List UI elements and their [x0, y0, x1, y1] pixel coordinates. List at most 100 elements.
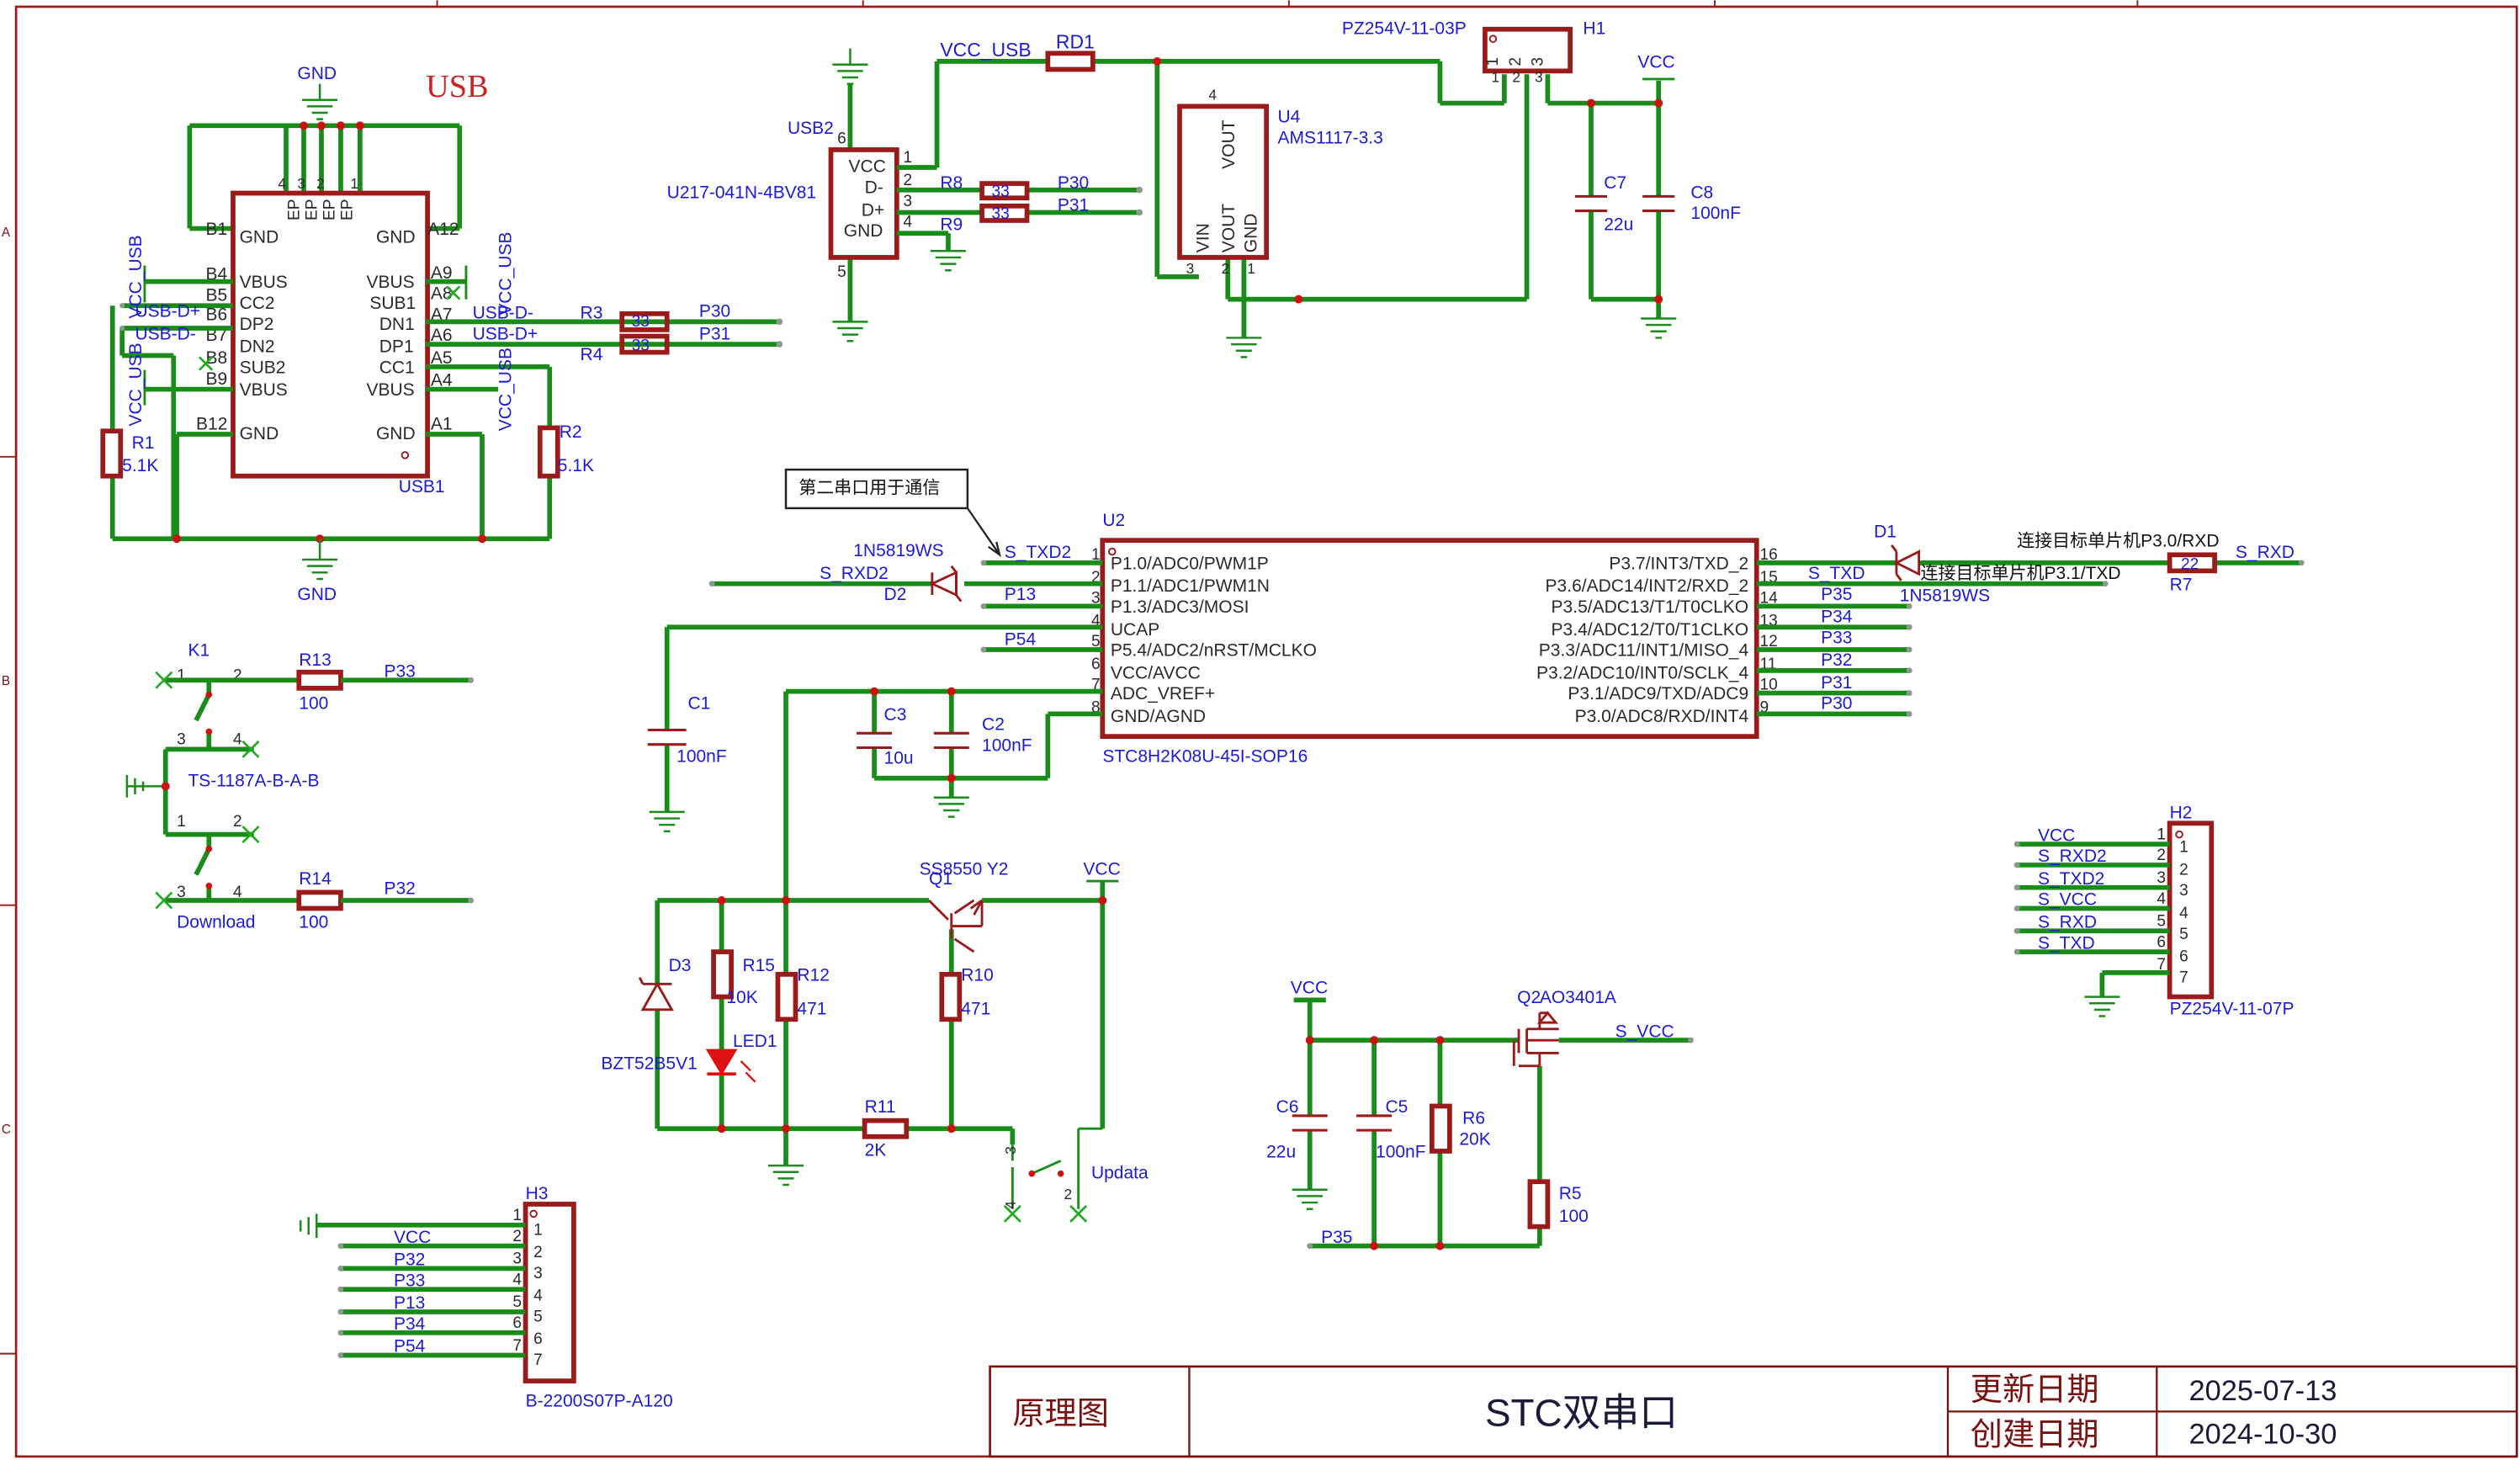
c3-ref: C3	[884, 705, 907, 725]
r2-value: 5.1K	[558, 456, 594, 475]
ep-pin-2: EP	[303, 199, 321, 220]
h2-in-1: 1	[2179, 839, 2188, 857]
k1-num-1: 1	[177, 666, 186, 684]
net-vcc-usb-l2: VCC_USB	[126, 342, 146, 426]
u2-num-9: 9	[1760, 698, 1769, 716]
pinname-gnd-bl: GND	[240, 424, 279, 443]
usb2-num-3: 3	[903, 193, 912, 210]
r5-ref: R5	[1559, 1184, 1582, 1203]
pin-a9: A9	[431, 263, 453, 283]
c8-ref: C8	[1690, 183, 1713, 202]
h3-in-7: 7	[533, 1351, 543, 1369]
h2-num-3: 3	[2157, 869, 2166, 887]
h1-num-1: 1	[1484, 57, 1502, 66]
r1-value: 5.1K	[122, 456, 158, 475]
h3-net-p13: P13	[394, 1293, 425, 1313]
u4-pin-vin: VIN	[1193, 223, 1212, 252]
h2-in-6: 6	[2179, 948, 2188, 966]
pin-b8: B8	[205, 348, 227, 368]
h1-part: PZ254V-11-03P	[1342, 19, 1467, 38]
h3-part: B-2200S07P-A120	[526, 1392, 673, 1411]
r10-ref: R10	[961, 965, 994, 985]
h2-num-6: 6	[2157, 933, 2166, 951]
title-create-label: 创建日期	[1971, 1416, 2099, 1452]
h2-ref: H2	[2170, 804, 2193, 823]
usb1-ref: USB1	[399, 477, 445, 496]
usb2-pin-vcc: VCC	[849, 157, 886, 177]
usb2-num-6: 6	[837, 130, 846, 147]
u4-pin-gnd: GND	[1242, 214, 1261, 253]
u2-num-2: 2	[1091, 569, 1101, 587]
h3-net-p32: P32	[394, 1250, 425, 1270]
c5-ref: C5	[1385, 1097, 1408, 1117]
h3-net-p34: P34	[394, 1314, 426, 1334]
h2-net-s-rxd2: S_RXD2	[2038, 847, 2107, 866]
pin-b5: B5	[205, 286, 227, 305]
gnd-label-top: GND	[297, 64, 337, 83]
r6-value: 20K	[1459, 1129, 1490, 1149]
c6-value: 22u	[1266, 1143, 1296, 1162]
frame-letter-c: C	[2, 1123, 11, 1137]
u2-pinname-3: P1.3/ADC3/MOSI	[1111, 597, 1249, 617]
u2-pinname-4: UCAP	[1111, 620, 1159, 640]
h2-net-vcc: VCC	[2038, 826, 2075, 845]
r13-value: 100	[299, 694, 328, 714]
d3-ref: D3	[669, 956, 692, 975]
vcc-label-q1: VCC	[1083, 859, 1120, 879]
q2-ref: Q2	[1517, 988, 1541, 1007]
h1-ref: H1	[1583, 19, 1605, 38]
h3-in-3: 3	[533, 1265, 543, 1282]
u2-pinname-5: P5.4/ADC2/nRST/MCLKO	[1111, 641, 1317, 661]
pinname-cc2: CC2	[240, 294, 275, 313]
pin-b6: B6	[205, 305, 227, 324]
net-p30-usb: P30	[699, 302, 730, 321]
h2-in-7: 7	[2179, 969, 2188, 986]
u2-pinname-10: P3.1/ADC9/TXD/ADC9	[1568, 684, 1748, 703]
vcc-label-h1: VCC	[1637, 53, 1674, 72]
d2-part: 1N5819WS	[853, 541, 943, 560]
r11-ref: R11	[865, 1097, 896, 1117]
net-p31-usb: P31	[699, 324, 730, 343]
net-p33-k1: P33	[385, 661, 416, 681]
pin-a1: A1	[431, 414, 453, 433]
u2-pinname-14: P3.5/ADC13/T1/T0CLKO	[1552, 597, 1749, 617]
r7-value: 22	[2181, 555, 2199, 573]
power-regulator: U4 AMS1117-3.3 VOUT VIN VOUT GND 4 3 2 1…	[1153, 19, 1741, 358]
u2-pinname-8: GND/AGND	[1111, 707, 1206, 726]
note-second-uart: 第二串口用于通信	[798, 479, 940, 498]
c6-ref: C6	[1276, 1097, 1299, 1117]
pin-a12: A12	[427, 220, 459, 239]
usb2-pin-dm: D-	[865, 178, 883, 198]
q2-part: AO3401A	[1540, 988, 1616, 1007]
u2-pinname-11: P3.2/ADC10/INT0/SCLK_4	[1536, 663, 1748, 682]
pinname-dp1: DP1	[379, 337, 414, 357]
r15-ref: R15	[742, 956, 775, 975]
d2-ref: D2	[884, 585, 907, 604]
d1-part: 1N5819WS	[1900, 587, 1990, 606]
h3-ref: H3	[526, 1184, 549, 1203]
ep-num-2: 2	[316, 175, 325, 192]
ep-pin-3: EP	[321, 199, 338, 220]
u2-num-7: 7	[1091, 677, 1101, 694]
h2-net-s-txd: S_TXD	[2038, 933, 2095, 953]
u2-pinname-9: P3.0/ADC8/RXD/INT4	[1575, 707, 1749, 726]
u4-num-1: 1	[1247, 260, 1255, 277]
u2-pinname-13: P3.4/ADC12/T0/T1CLKO	[1552, 620, 1749, 640]
h1-num-2: 2	[1507, 57, 1525, 66]
u2-pinname-16: P3.7/INT3/TXD_2	[1609, 554, 1748, 573]
u2-pinname-1: P1.0/ADC0/PWM1P	[1111, 554, 1269, 573]
h3-num-7: 7	[512, 1337, 522, 1355]
net-s-rxd: S_RXD	[2236, 543, 2295, 562]
c5-value: 100nF	[1376, 1143, 1426, 1162]
r14-value: 100	[299, 912, 328, 932]
h2-num-4: 4	[2157, 890, 2166, 908]
u4-num-3: 3	[1186, 260, 1195, 277]
r11-value: 2K	[865, 1141, 887, 1160]
h2-net-s-vcc: S_VCC	[2038, 890, 2097, 910]
r6-ref: R6	[1462, 1108, 1485, 1128]
r13-ref: R13	[299, 650, 332, 670]
usb2-part: U217-041N-4BV81	[667, 183, 816, 202]
u4-pin-vout: VOUT	[1219, 204, 1239, 253]
pinname-dn2: DN2	[240, 337, 275, 357]
usb2-num-4: 4	[903, 214, 912, 231]
